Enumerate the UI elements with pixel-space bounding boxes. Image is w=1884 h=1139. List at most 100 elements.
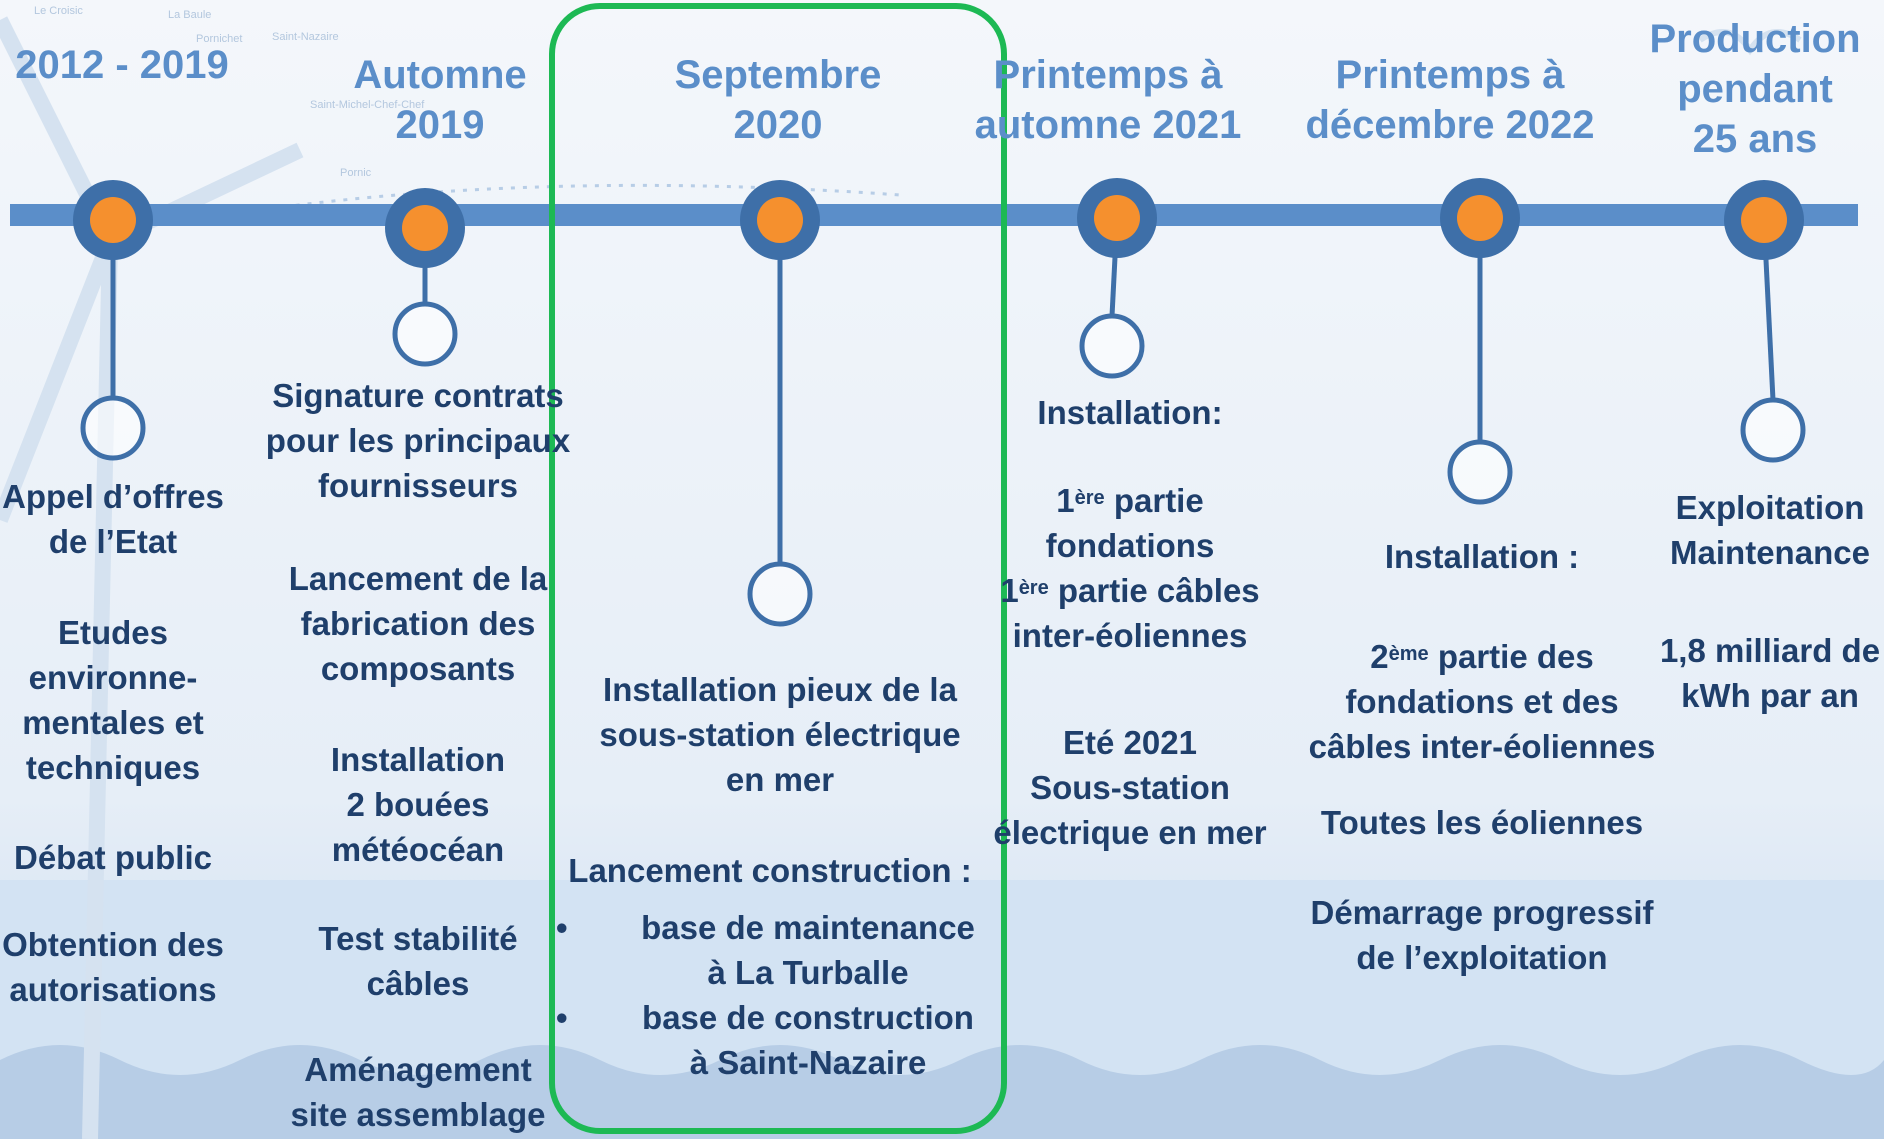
text-line: mentales et <box>22 704 204 741</box>
text-line: Eté 2021 <box>1063 724 1197 761</box>
superscript: ère <box>1018 577 1049 599</box>
map-label: Saint-Nazaire <box>272 31 339 43</box>
text-line: fondations <box>1045 527 1215 564</box>
text-line: Installation pieux de la <box>603 671 957 708</box>
text-line: Production <box>1649 17 1861 61</box>
milestone-text: Test stabilité câbles <box>118 916 718 1006</box>
map-label: Saint-Michel-Chef-Chef <box>310 99 425 111</box>
text-line: câbles inter-éoliennes <box>1308 728 1656 765</box>
milestone-ring <box>392 301 458 367</box>
milestone-text: Installation : <box>1182 534 1782 579</box>
text-line: à Saint-Nazaire <box>689 1044 927 1081</box>
text-line: site assemblage <box>290 1096 546 1133</box>
milestone-text: Aménagement site assemblage <box>118 1047 718 1137</box>
phase-title: 2012 - 2019 <box>0 40 422 90</box>
phase-title: Septembre 2020 <box>478 50 1078 150</box>
text-line: météocéan <box>331 831 505 868</box>
text-line: Obtention des <box>2 926 224 963</box>
text-line: kWh par an <box>1681 677 1859 714</box>
phase-title: Automne 2019 <box>140 50 740 150</box>
milestone-ring <box>747 561 813 627</box>
map-label: Pornichet <box>196 33 242 45</box>
map-label: Pornic <box>340 167 372 179</box>
map-label: Le Croisic <box>34 5 83 17</box>
timeline-bar <box>10 204 1858 226</box>
text-line: 1ère partie <box>1056 482 1204 519</box>
text-line: fondations et des <box>1345 683 1619 720</box>
text-line: Test stabilité <box>318 920 518 957</box>
phase-title: Printemps à automne 2021 <box>808 50 1408 150</box>
bullet-item: • base de construction à Saint-Nazaire <box>548 995 1028 1085</box>
text-line: Automne <box>353 53 527 97</box>
milestone-ring <box>1447 439 1513 505</box>
text-line: décembre 2022 <box>1305 103 1595 147</box>
text-line: Lancement de la <box>288 560 548 597</box>
gull-icon <box>1698 29 1802 56</box>
text-line: de l’exploitation <box>1356 939 1608 976</box>
timeline-node-dot <box>1094 195 1140 241</box>
text-line: Installation <box>330 741 506 778</box>
bullet-icon: • <box>556 999 568 1036</box>
text-line: câbles <box>366 965 470 1002</box>
text-line: Exploitation <box>1675 489 1865 526</box>
text-line: Installation: <box>1037 394 1223 431</box>
wave-band <box>0 1045 1884 1139</box>
highlight-frame <box>549 3 1007 1134</box>
bullet-icon: • <box>556 909 568 946</box>
superscript: ère <box>1074 487 1105 509</box>
timeline-node-dot <box>1457 195 1503 241</box>
text-line: 2019 <box>395 103 485 147</box>
timeline-node-dot <box>757 197 803 243</box>
timeline-node-dot <box>90 197 136 243</box>
text-line: environne- <box>28 659 198 696</box>
text-line: Printemps à <box>1335 53 1565 97</box>
text-line: inter-éoliennes <box>1012 617 1248 654</box>
milestone-text: Lancement construction : <box>470 848 1070 893</box>
text-line: Maintenance <box>1670 534 1870 571</box>
construction-bullets: • base de maintenance à La Turballe • base d… <box>548 905 1028 1085</box>
text-line: pendant <box>1677 67 1833 111</box>
text-line: base de construction <box>642 999 974 1036</box>
milestone-text: Débat public <box>0 835 413 880</box>
text-line: base de maintenance <box>641 909 975 946</box>
milestone-text: Installation: <box>830 390 1430 435</box>
timeline-nodes <box>73 178 1804 268</box>
text-line: composants <box>320 650 516 687</box>
superscript: ème <box>1388 643 1429 665</box>
text-line: Signature contrats <box>272 377 564 414</box>
text-line: fabrication des <box>300 605 536 642</box>
text-line: Lancement construction : <box>568 852 972 889</box>
milestone-text: Installation pieux de la sous-station éle… <box>480 667 1080 802</box>
text-line: 2012 - 2019 <box>15 43 229 87</box>
phase-title: Production pendant 25 ans <box>1455 14 1884 164</box>
text-line: Aménagement <box>304 1051 532 1088</box>
text-line: 25 ans <box>1692 117 1818 161</box>
text-line: à La Turballe <box>707 954 909 991</box>
text-line: Appel d’offres <box>2 478 224 515</box>
text-line: Démarrage progressif <box>1310 894 1654 931</box>
text-line: automne 2021 <box>974 103 1242 147</box>
text-line: autorisations <box>9 971 217 1008</box>
milestone-ring <box>1079 313 1145 379</box>
timeline-node-dot <box>402 205 448 251</box>
bullet-item: • base de maintenance à La Turballe <box>548 905 1028 995</box>
text-line: pour les principaux <box>265 422 571 459</box>
text-line: électrique en mer <box>993 814 1267 851</box>
text-line: sous-station électrique <box>599 716 961 753</box>
text-line: Septembre <box>674 53 882 97</box>
text-line: 2 bouées <box>346 786 490 823</box>
milestone-text: Démarrage progressif de l’exploitation <box>1182 890 1782 980</box>
text-line: 2020 <box>733 103 823 147</box>
text-line: techniques <box>25 749 201 786</box>
text-line: Printemps à <box>993 53 1223 97</box>
